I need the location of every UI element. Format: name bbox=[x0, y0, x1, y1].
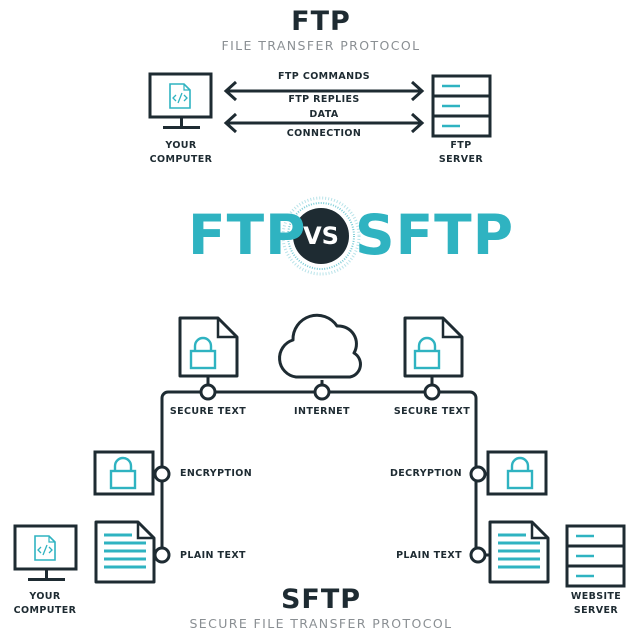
ftp-your-computer-icon bbox=[148, 72, 213, 129]
plain-text-left-label: PLAIN TEXT bbox=[180, 550, 246, 561]
sftp-title: SFTP bbox=[280, 584, 362, 615]
secure-document-left-icon bbox=[178, 316, 239, 378]
ftp-subtitle: FILE TRANSFER PROTOCOL bbox=[221, 38, 421, 53]
website-server-icon bbox=[565, 524, 626, 588]
ftp-your-computer-line2: COMPUTER bbox=[149, 154, 213, 165]
sftp-your-computer-line1: YOUR bbox=[29, 591, 61, 602]
sftp-your-computer-label: YOUR COMPUTER bbox=[0, 590, 90, 618]
ftp-server-line1: FTP bbox=[450, 140, 472, 151]
website-server-line1: WEBSITE bbox=[570, 591, 622, 602]
sftp-your-computer-icon bbox=[13, 524, 78, 581]
website-server-label: WEBSITE SERVER bbox=[551, 590, 641, 618]
decryption-label: DECRYPTION bbox=[389, 468, 462, 479]
ftp-server-line2: SERVER bbox=[438, 154, 484, 165]
ftp-data-label: DATA bbox=[309, 109, 339, 120]
secure-text-left-label: SECURE TEXT bbox=[169, 406, 247, 417]
ftp-your-computer-label: YOUR COMPUTER bbox=[131, 139, 231, 167]
versus-sftp: SFTP bbox=[355, 203, 515, 267]
ftp-commands-label: FTP COMMANDS bbox=[277, 71, 371, 82]
secure-text-right-label: SECURE TEXT bbox=[393, 406, 471, 417]
ftp-replies-label: FTP REPLIES bbox=[288, 94, 360, 105]
plain-text-right-label: PLAIN TEXT bbox=[396, 550, 462, 561]
plain-document-right-icon bbox=[488, 520, 550, 584]
ftp-arrow-top bbox=[223, 80, 425, 102]
versus-ftp: FTP bbox=[188, 203, 307, 267]
sftp-network-lines bbox=[153, 376, 490, 557]
versus-vs: VS bbox=[303, 222, 339, 250]
vs-badge bbox=[281, 196, 361, 276]
sftp-subtitle: SECURE FILE TRANSFER PROTOCOL bbox=[189, 616, 453, 631]
secure-document-right-icon bbox=[403, 316, 464, 378]
decryption-lock-icon bbox=[486, 450, 548, 496]
encryption-label: ENCRYPTION bbox=[180, 468, 253, 479]
ftp-connection-label: CONNECTION bbox=[286, 128, 362, 139]
internet-cloud-icon bbox=[278, 313, 362, 379]
ftp-your-computer-line1: YOUR bbox=[165, 140, 197, 151]
website-server-line2: SERVER bbox=[573, 605, 619, 616]
ftp-arrow-bottom bbox=[223, 112, 425, 134]
encryption-lock-icon bbox=[93, 450, 155, 496]
ftp-server-label: FTP SERVER bbox=[411, 139, 511, 167]
plain-document-left-icon bbox=[94, 520, 156, 584]
ftp-server-icon bbox=[431, 74, 492, 138]
ftp-title: FTP bbox=[291, 6, 351, 37]
sftp-your-computer-line2: COMPUTER bbox=[13, 605, 77, 616]
internet-label: INTERNET bbox=[294, 406, 350, 417]
